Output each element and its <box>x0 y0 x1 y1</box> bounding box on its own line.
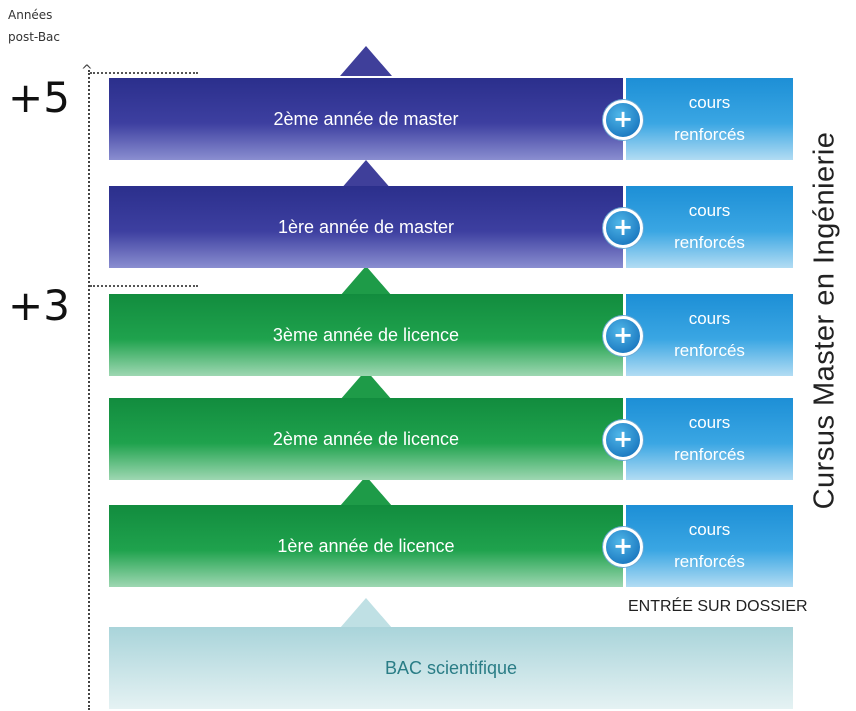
level-bar-master-1: 1ère année de master <box>109 186 623 268</box>
tick-label-plus5: +5 <box>8 73 70 122</box>
cours-line2: renforcés <box>674 445 745 464</box>
cours-line2: renforcés <box>674 552 745 571</box>
axis-line <box>88 70 90 710</box>
arrow-up-icon <box>340 46 392 76</box>
level-label: 2ème année de licence <box>272 428 460 449</box>
cours-line2: renforcés <box>674 233 745 252</box>
cours-line1: cours <box>688 520 731 539</box>
cours-line1: cours <box>688 309 731 328</box>
cours-renforces-box: cours renforcés <box>626 398 793 480</box>
cours-line2: renforcés <box>674 341 745 360</box>
plus-icon: + <box>603 527 643 567</box>
cours-line1: cours <box>688 413 731 432</box>
guide-line-plus5 <box>90 72 198 74</box>
plus-icon: + <box>603 100 643 140</box>
entry-note: ENTRÉE SUR DOSSIER <box>628 598 808 615</box>
cours-line2: renforcés <box>674 125 745 144</box>
guide-line-plus3 <box>90 285 198 287</box>
level-bar-licence-3: 3ème année de licence <box>109 294 623 376</box>
plus-icon: + <box>603 420 643 460</box>
cours-renforces-box: cours renforcés <box>626 505 793 587</box>
level-bar-licence-2: 2ème année de licence <box>109 398 623 480</box>
cours-renforces-box: cours renforcés <box>626 294 793 376</box>
cours-renforces-box: cours renforcés <box>626 186 793 268</box>
axis-title: Années post-Bac <box>8 4 78 48</box>
level-bar-licence-1: 1ère année de licence <box>109 505 623 587</box>
base-label: BAC scientifique <box>384 657 518 678</box>
level-label: 1ère année de master <box>277 216 455 237</box>
side-title-text: Cursus Master en Ingénierie <box>808 131 841 510</box>
cours-line1: cours <box>688 201 731 220</box>
axis-arrow-up-icon: ^ <box>81 63 93 79</box>
plus-icon: + <box>603 316 643 356</box>
plus-icon: + <box>603 208 643 248</box>
level-label: 2ème année de master <box>273 108 459 129</box>
level-bar-master-2: 2ème année de master <box>109 78 623 160</box>
arrow-up-icon <box>340 476 392 506</box>
arrow-up-icon <box>340 266 392 296</box>
level-label: 1ère année de licence <box>277 535 455 556</box>
base-bar-bac: BAC scientifique <box>109 627 793 709</box>
axis-title-line2: post-Bac <box>8 30 61 44</box>
axis-title-line1: Années <box>8 8 53 22</box>
arrow-up-icon <box>340 598 392 628</box>
tick-label-plus3: +3 <box>8 281 70 330</box>
cours-renforces-box: cours renforcés <box>626 78 793 160</box>
level-label: 3ème année de licence <box>272 324 460 345</box>
cours-line1: cours <box>688 93 731 112</box>
arrow-up-icon <box>340 160 392 190</box>
side-title: Cursus Master en Ingénierie <box>790 58 856 583</box>
